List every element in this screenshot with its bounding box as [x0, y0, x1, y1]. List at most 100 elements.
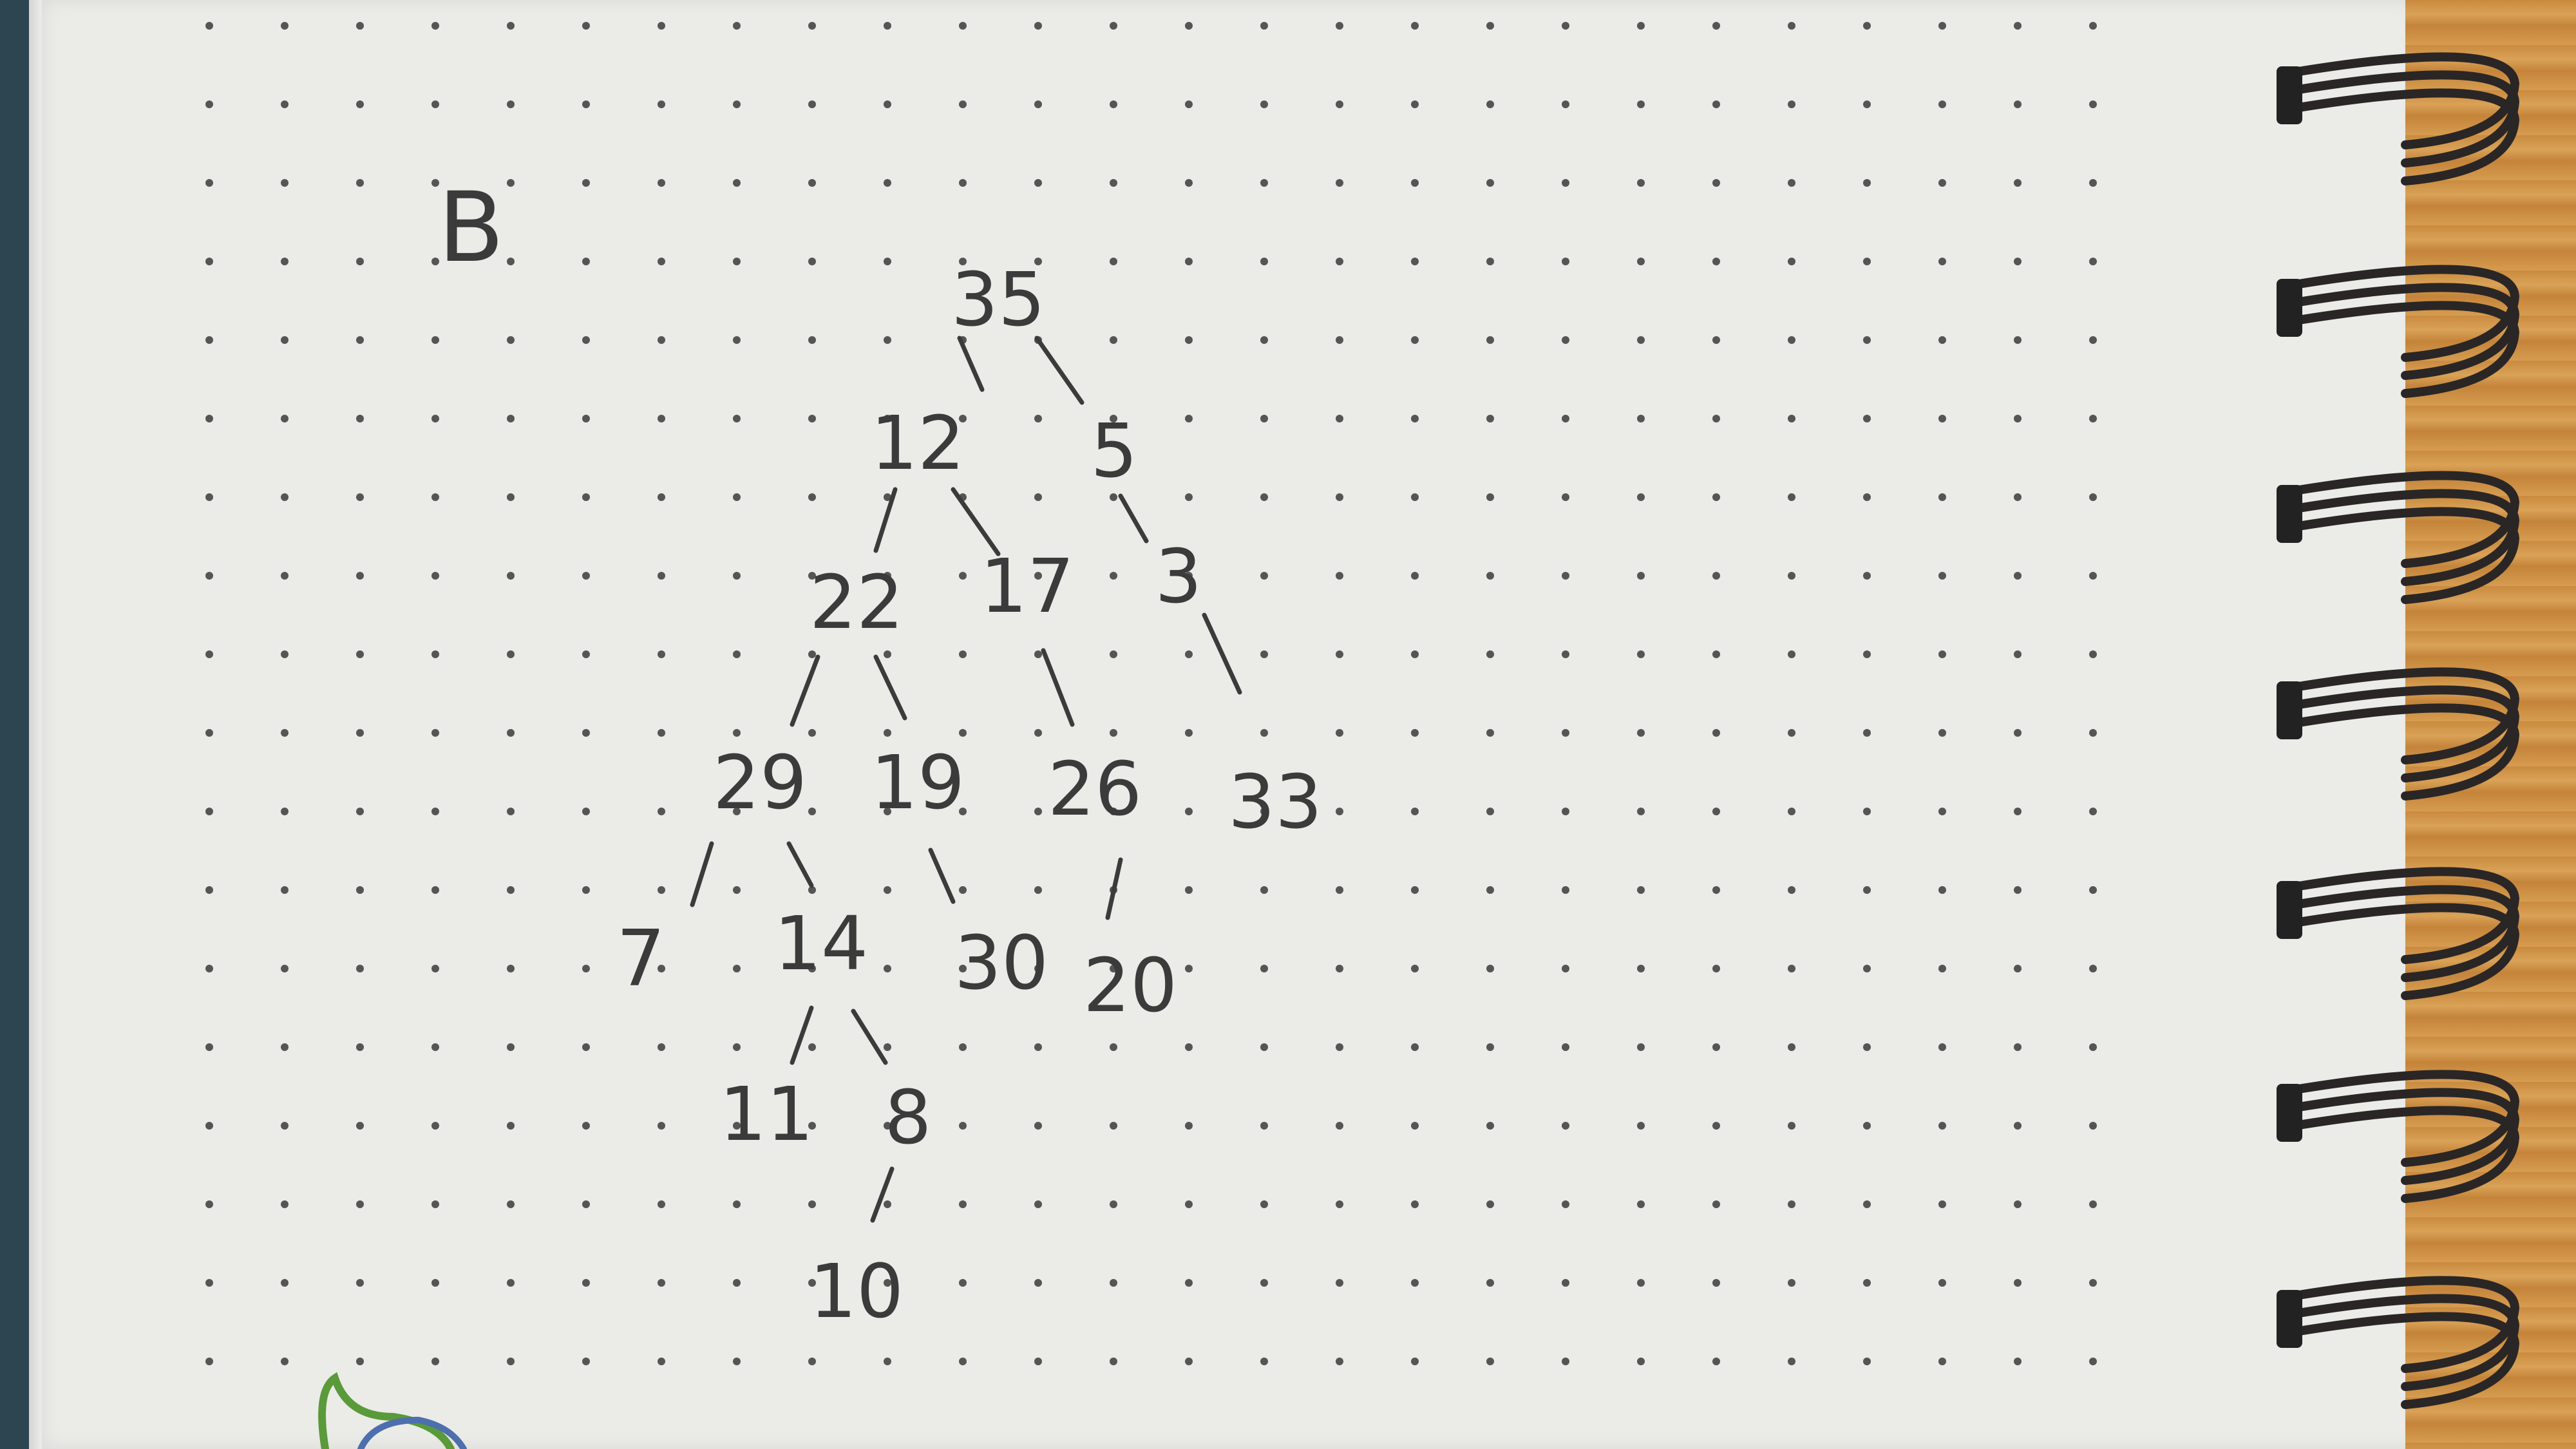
grid-dot [1336, 22, 1343, 30]
grid-dot [1034, 1043, 1042, 1051]
grid-dot [205, 808, 213, 815]
grid-dot [658, 886, 665, 894]
grid-dot [733, 336, 741, 344]
grid-dot [1562, 493, 1569, 501]
grid-dot [1863, 1122, 1871, 1130]
grid-dot [1863, 415, 1871, 422]
grid-dot [1336, 1358, 1343, 1365]
grid-dot [884, 1043, 891, 1051]
grid-dot [884, 1279, 891, 1287]
grid-dot [507, 415, 515, 422]
grid-dot [2089, 729, 2097, 737]
grid-dot [1486, 415, 1494, 422]
grid-dot [1411, 100, 1419, 108]
grid-dot [356, 650, 364, 658]
grid-dot [431, 1358, 439, 1365]
grid-dot [1562, 572, 1569, 580]
grid-dot [507, 729, 515, 737]
grid-dot [1712, 415, 1720, 422]
grid-dot [431, 729, 439, 737]
grid-dot [1034, 415, 1042, 422]
grid-dot [1336, 729, 1343, 737]
grid-dot [1637, 965, 1645, 972]
grid-dot [205, 1043, 213, 1051]
grid-dot [1712, 965, 1720, 972]
grid-dot [1185, 965, 1193, 972]
grid-dot [205, 493, 213, 501]
grid-dot [1411, 729, 1419, 737]
grid-dot [733, 493, 741, 501]
grid-dot [1863, 650, 1871, 658]
grid-dot [959, 258, 967, 265]
grid-dot [205, 572, 213, 580]
grid-dot [1034, 1122, 1042, 1130]
grid-dot [1110, 415, 1117, 422]
grid-dot [1185, 179, 1193, 187]
grid-dot [1260, 729, 1268, 737]
grid-dot [884, 572, 891, 580]
grid-dot [582, 729, 590, 737]
grid-dot [2014, 1358, 2022, 1365]
grid-dot [431, 1279, 439, 1287]
grid-dot [1034, 965, 1042, 972]
grid-dot [281, 22, 289, 30]
grid-dot [1486, 179, 1494, 187]
grid-dot [582, 572, 590, 580]
grid-dot [658, 1043, 665, 1051]
grid-dot [1336, 965, 1343, 972]
grid-dot [1110, 336, 1117, 344]
grid-dot [1110, 965, 1117, 972]
grid-dot [1637, 1122, 1645, 1130]
node-19: 19 [871, 740, 965, 826]
grid-dot [1788, 179, 1795, 187]
binding-hole [2277, 66, 2302, 124]
grid-dot [2014, 258, 2022, 265]
spiral-coil [2278, 70, 2520, 167]
grid-dot [1110, 650, 1117, 658]
grid-dot [1110, 729, 1117, 737]
grid-dot [356, 493, 364, 501]
grid-dot [1863, 1279, 1871, 1287]
grid-dot [1260, 808, 1268, 815]
grid-dot [733, 415, 741, 422]
grid-dot [1486, 650, 1494, 658]
grid-dot [1562, 650, 1569, 658]
spiral-coil [2278, 667, 2520, 764]
grid-dot [658, 1122, 665, 1130]
grid-dot [281, 258, 289, 265]
grid-dot [1863, 886, 1871, 894]
spiral-coil [2278, 283, 2520, 380]
grid-dot [582, 1200, 590, 1208]
grid-dot [1938, 572, 1946, 580]
grid-dot [356, 886, 364, 894]
grid-dot [1863, 493, 1871, 501]
grid-dot [2014, 886, 2022, 894]
grid-dot [1562, 179, 1569, 187]
grid-dot [281, 886, 289, 894]
grid-dot [1185, 22, 1193, 30]
grid-dot [1637, 258, 1645, 265]
grid-dot [1562, 415, 1569, 422]
dot-grid [205, 22, 2097, 1365]
grid-dot [356, 415, 364, 422]
grid-dot [1712, 493, 1720, 501]
grid-dot [1788, 965, 1795, 972]
grid-dot [1110, 808, 1117, 815]
grid-dot [1034, 886, 1042, 894]
grid-dot [431, 493, 439, 501]
grid-dot [281, 1200, 289, 1208]
grid-dot [1411, 965, 1419, 972]
grid-dot [808, 729, 816, 737]
grid-dot [1562, 22, 1569, 30]
grid-dot [884, 886, 891, 894]
grid-dot [1486, 1122, 1494, 1130]
grid-dot [1185, 886, 1193, 894]
grid-dot [1411, 1200, 1419, 1208]
grid-dot [884, 729, 891, 737]
grid-dot [1034, 100, 1042, 108]
binding-hole [2277, 279, 2302, 337]
spiral-coil [2278, 685, 2520, 782]
grid-dot [658, 179, 665, 187]
grid-dot [658, 965, 665, 972]
